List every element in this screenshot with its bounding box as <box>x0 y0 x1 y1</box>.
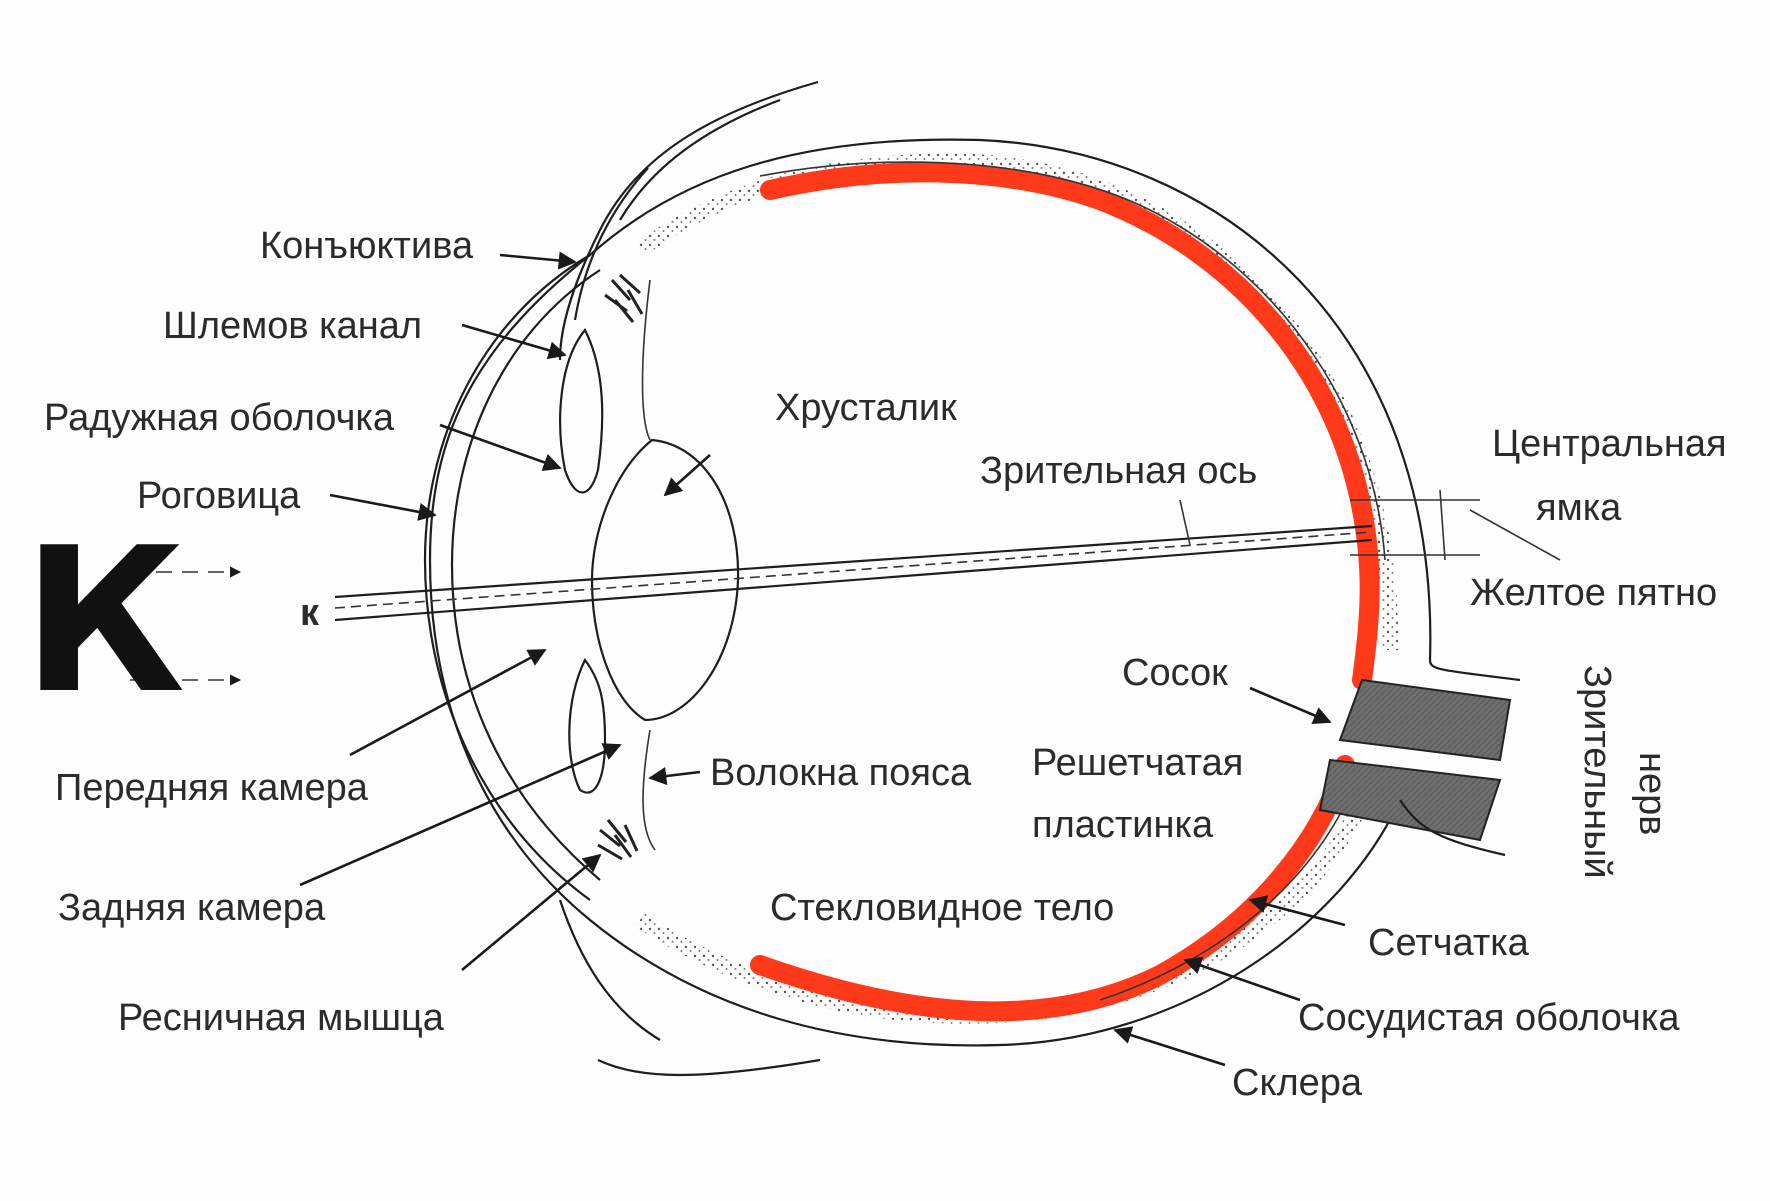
label-lamina-1: Решетчатая <box>1032 742 1243 784</box>
label-zonule-fibers: Волокна пояса <box>710 752 972 794</box>
object-letter-large: К <box>22 505 185 738</box>
label-lens: Хрусталик <box>775 387 957 429</box>
ciliary-body <box>597 273 644 861</box>
object-letter-small: к <box>300 592 320 634</box>
label-central-fovea-1: Центральная <box>1492 423 1727 465</box>
label-choroid: Сосудистая оболочка <box>1298 997 1680 1039</box>
lens-outline <box>590 438 740 722</box>
label-retina: Сетчатка <box>1368 922 1530 964</box>
visual-axis-line <box>334 524 1373 599</box>
leader-lines <box>299 251 1346 1067</box>
label-visual-axis: Зрительная ось <box>980 450 1257 492</box>
label-optic-nerve-1: Зрительный <box>1576 665 1618 879</box>
sclera-outline <box>428 138 1432 1047</box>
label-papilla: Сосок <box>1122 652 1228 694</box>
iris-upper <box>559 328 604 494</box>
label-schlemm-canal: Шлемов канал <box>163 305 422 347</box>
optic-nerve <box>1318 678 1512 842</box>
label-vitreous-body: Стекловидное тело <box>770 887 1114 929</box>
retina-band <box>760 162 1380 690</box>
eyelid-curves <box>558 80 821 1077</box>
label-anterior-chamber: Передняя камера <box>55 767 369 809</box>
labels: Конъюктива Шлемов канал Радужная оболочк… <box>44 225 1727 1104</box>
label-sclera: Склера <box>1232 1062 1363 1104</box>
choroid-band <box>635 153 1399 651</box>
label-optic-nerve-2: нерв <box>1631 752 1673 835</box>
label-posterior-chamber: Задняя камера <box>58 887 326 929</box>
cornea-outline <box>423 254 591 901</box>
label-central-fovea-2: ямка <box>1536 487 1622 529</box>
label-conjunctiva: Конъюктива <box>260 225 474 267</box>
label-macula: Желтое пятно <box>1470 572 1717 614</box>
label-lamina-2: пластинка <box>1032 804 1214 846</box>
iris-lower <box>568 657 607 794</box>
label-cornea: Роговица <box>137 475 301 517</box>
label-iris: Радужная оболочка <box>44 397 395 439</box>
label-ciliary-muscle: Ресничная мышца <box>118 997 445 1039</box>
